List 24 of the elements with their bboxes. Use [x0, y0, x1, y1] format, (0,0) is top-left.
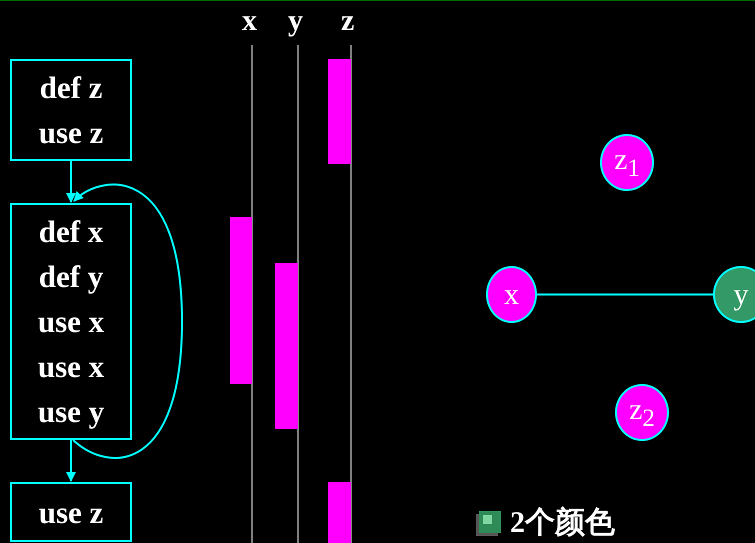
code-block	[10, 203, 132, 440]
node-text: use z	[38, 494, 104, 532]
connector-line	[537, 294, 713, 296]
graph-node-circle	[713, 266, 755, 323]
node-text: z$_{2}$	[629, 392, 655, 432]
node-text: y	[734, 278, 748, 312]
node-text: use x	[38, 303, 104, 341]
axis-label: x	[242, 4, 257, 38]
node-text: def x	[38, 213, 104, 251]
arrow	[72, 184, 183, 459]
node-text: def y	[38, 258, 104, 296]
axis-label: z	[341, 4, 354, 38]
node-text: z$_{1}$	[614, 142, 640, 182]
note-text: 2个颜色	[510, 506, 615, 540]
node-text: use y	[38, 393, 104, 431]
arrow	[66, 161, 76, 203]
code-block	[10, 482, 132, 542]
node-text: use z	[38, 114, 104, 152]
node-text: def z	[40, 69, 102, 107]
axis-label: y	[288, 4, 303, 38]
code-block	[10, 59, 132, 161]
node-text: x	[504, 278, 519, 312]
node-text: use x	[38, 348, 104, 386]
arrow	[66, 440, 76, 482]
